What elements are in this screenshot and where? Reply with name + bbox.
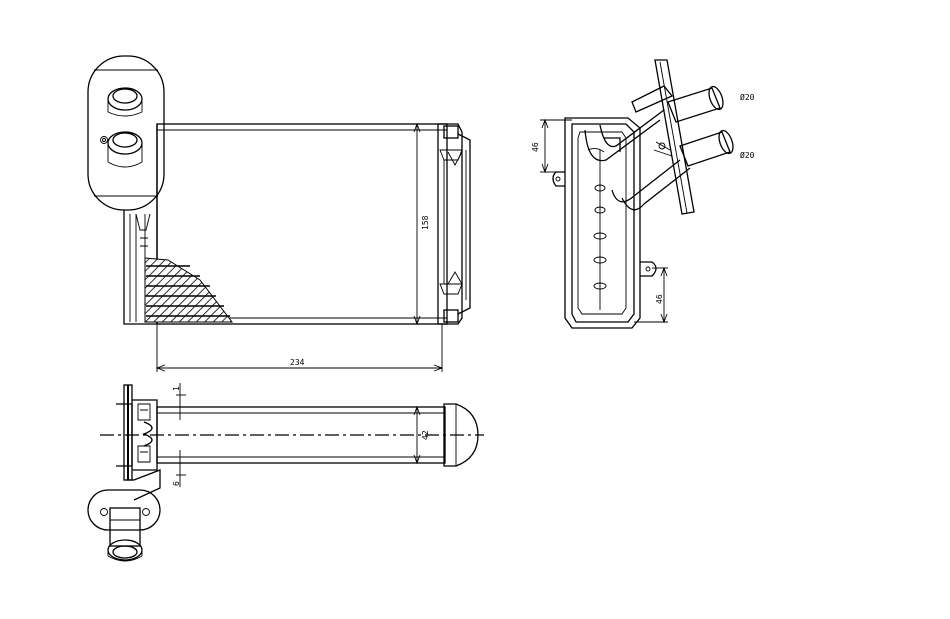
side-tank-outer [564,117,641,329]
top-left-header: 1 6 [87,383,186,562]
side-flange-plate [654,59,695,215]
offset-top-label: 1 [172,386,181,391]
fin-cutaway [144,257,234,323]
front-view: 234 158 [87,55,471,372]
pipe-diameter-top: Ø20 [740,92,755,102]
side-top-dim: 46 [531,142,540,152]
width-label: 234 [290,358,305,367]
oval-flange [87,55,165,211]
top-view: 42 1 6 [87,383,484,562]
pipe-diameter-bottom: Ø20 [740,150,755,160]
width-dimension: 234 [155,324,444,372]
height-label: 158 [421,215,430,230]
bottom-flange [87,489,161,531]
side-view: Ø20 Ø20 46 46 [531,59,755,329]
side-bottom-dim: 46 [655,294,664,304]
right-cap [443,403,479,467]
offset-bottom-label: 6 [172,481,181,486]
depth-label: 42 [421,430,430,440]
right-end-tank [437,123,471,325]
left-header [87,55,234,325]
